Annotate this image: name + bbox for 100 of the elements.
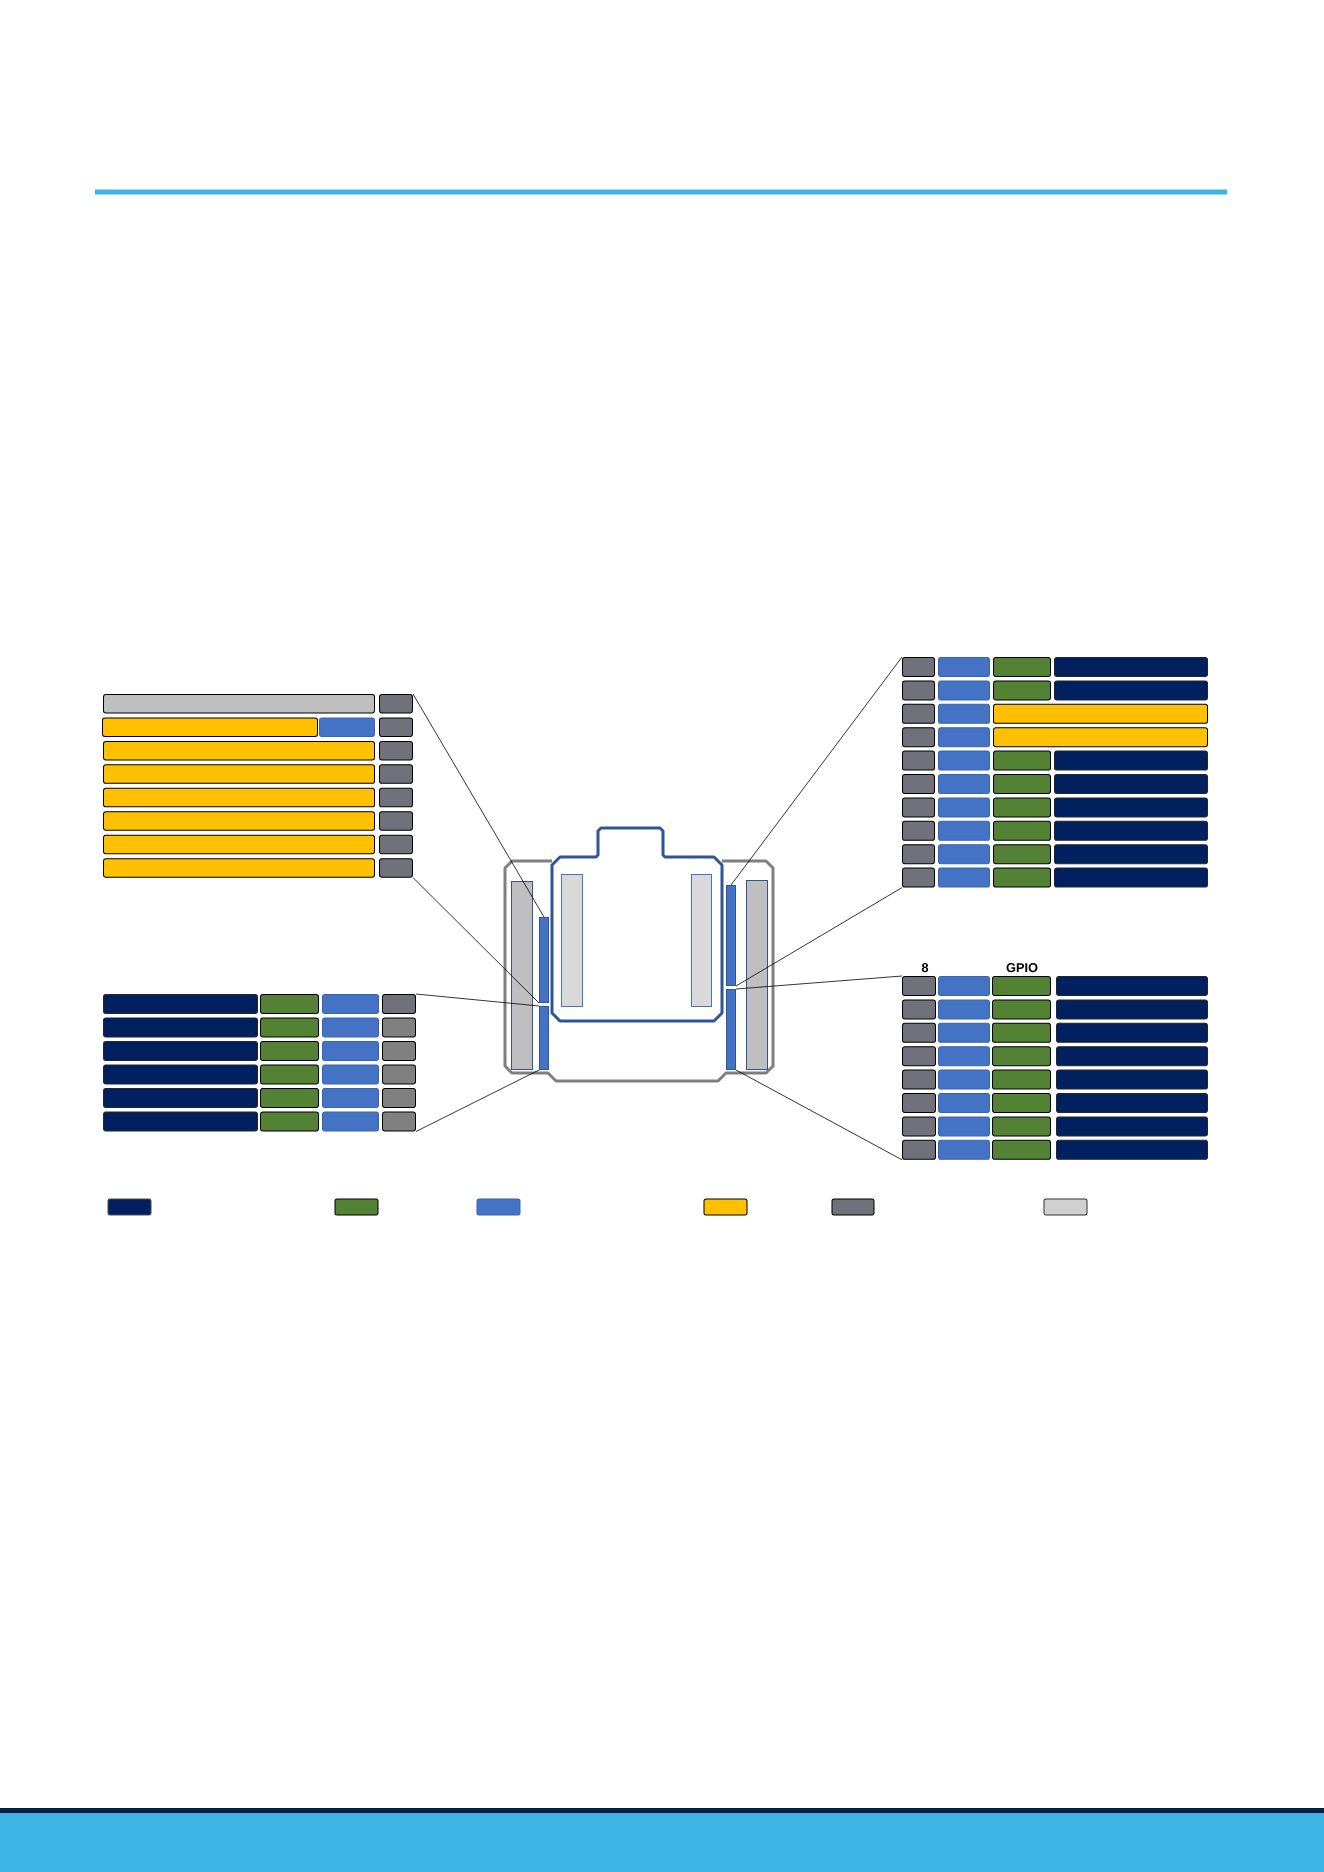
pin-cell [902,657,935,677]
pin-cell [938,844,990,865]
pin-cell [992,1069,1051,1090]
pin-cell [993,844,1051,865]
pin-cell [938,657,990,677]
pin-cell [992,1093,1051,1113]
pin-cell [379,811,413,831]
module-header [561,874,583,1007]
leader-line [735,887,903,987]
pin-cell [103,1111,258,1132]
pin-cell [992,1022,1051,1043]
connector-strip [726,989,736,1070]
pin-cell [103,764,375,784]
pin-cell [938,1022,990,1043]
pin-cell [993,703,1208,724]
pin-cell [1054,820,1208,841]
pin-cell [103,1088,258,1108]
pin-cell [260,1111,319,1132]
pin-cell [382,1064,416,1085]
pin-cell [102,717,318,737]
pin-cell [992,1139,1051,1160]
pin-cell [993,680,1051,701]
pin-cell [379,694,413,714]
pin-cell [902,867,935,888]
pin-cell [322,1017,379,1038]
pin-cell [938,1093,990,1113]
pin-cell [1054,867,1208,888]
pin-cell [902,1139,936,1160]
pin-cell [902,1116,936,1137]
pin-cell [902,976,936,996]
pin-cell [103,994,258,1014]
pin-cell [1054,844,1208,865]
pin-cell [992,999,1051,1020]
pin-cell [938,680,990,701]
pin-cell [902,1022,936,1043]
pin-cell [902,703,935,724]
pin-cell [938,774,990,794]
leader-line [412,693,545,918]
pin-cell [103,694,375,714]
connector-strip [539,917,549,1003]
column-heading: GPIO [1006,963,1038,973]
pin-cell [1056,999,1208,1020]
pin-header [746,880,768,1070]
pin-cell [1054,750,1208,771]
pin-cell [382,1041,416,1061]
pin-cell [938,1046,990,1067]
module-outline [550,826,724,1023]
module-header [691,874,712,1007]
pin-cell [382,994,416,1014]
pin-cell [902,820,935,841]
pin-cell [902,774,935,794]
pin-cell [902,1093,936,1113]
pin-cell [1056,1116,1208,1137]
pin-cell [902,680,935,701]
pin-cell [938,1116,990,1137]
pin-cell [992,1116,1051,1137]
pin-cell [103,1064,258,1085]
pin-cell [260,1017,319,1038]
pin-cell [322,1111,379,1132]
connector-strip [726,885,736,986]
pin-cell [1054,680,1208,701]
pin-cell [938,999,990,1020]
pin-cell [379,858,413,878]
pin-cell [902,750,935,771]
pin-cell [322,1064,379,1085]
pin-cell [1054,657,1208,677]
pin-cell [938,797,990,818]
pin-cell [993,750,1051,771]
pin-cell [103,1017,258,1038]
pin-cell [938,703,990,724]
pin-cell [319,717,375,737]
pin-cell [902,1046,936,1067]
pin-cell [992,1046,1051,1067]
pin-cell [379,787,413,808]
pin-cell [902,844,935,865]
pin-cell [379,740,413,761]
pin-cell [103,740,375,761]
pin-cell [379,717,413,737]
pin-cell [103,834,375,855]
pin-cell [103,787,375,808]
pin-cell [993,774,1051,794]
pin-cell [1054,797,1208,818]
pin-cell [992,976,1051,996]
pin-cell [993,797,1051,818]
pin-cell [1054,774,1208,794]
leader-line [735,1069,903,1161]
pin-cell [103,858,375,878]
pin-cell [379,764,413,784]
pin-cell [1056,976,1208,996]
pin-cell [902,797,935,818]
connector-strip [539,1006,549,1070]
leader-line [415,993,540,1007]
board-outline [503,859,775,1083]
pin-cell [103,1041,258,1061]
leader-line [735,975,903,990]
pin-cell [938,1139,990,1160]
pin-cell [260,1064,319,1085]
pin-cell [322,1041,379,1061]
pin-cell [993,727,1208,748]
pin-cell [993,657,1051,677]
